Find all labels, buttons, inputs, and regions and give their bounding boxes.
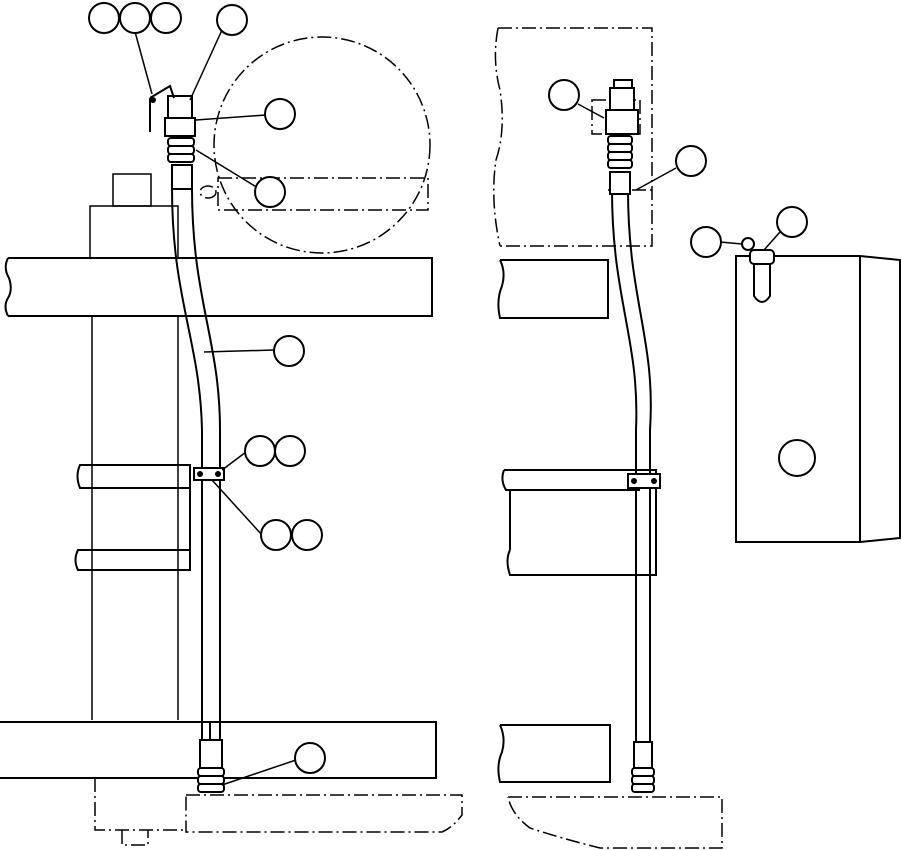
callout-balloon[interactable]: [675, 145, 707, 177]
upper-cross-member: [4, 257, 433, 317]
callout-balloon[interactable]: [88, 2, 120, 34]
callout-balloon[interactable]: [264, 98, 296, 130]
callout-balloon[interactable]: [260, 519, 292, 551]
right-view: [690, 206, 901, 543]
callout-balloon[interactable]: [244, 435, 276, 467]
callout-balloon[interactable]: [291, 519, 323, 551]
upper-fitting-middle: [605, 79, 639, 135]
filler-cap: [741, 237, 775, 303]
callout-balloon[interactable]: [778, 439, 816, 477]
middle-bracket: [501, 469, 657, 576]
upper-block-middle: [493, 27, 653, 247]
callout-balloon[interactable]: [254, 176, 286, 208]
callout-balloon[interactable]: [273, 335, 305, 367]
left-view: [0, 2, 463, 846]
callout-balloon[interactable]: [119, 2, 151, 34]
bottom-tank-middle: [507, 796, 723, 849]
round-reservoir: [213, 36, 431, 254]
hydraulic-hose-middle: [607, 135, 655, 793]
lower-cross-member-middle: [497, 724, 611, 783]
callout-balloon[interactable]: [274, 435, 306, 467]
callout-balloon[interactable]: [216, 4, 248, 36]
callout-balloon[interactable]: [150, 2, 182, 34]
hose-clamp-middle: [627, 473, 661, 489]
reservoir-port: [199, 185, 217, 199]
callout-balloon[interactable]: [294, 742, 326, 774]
upper-elbow-fitting: [149, 84, 196, 137]
frame-column: [89, 173, 179, 720]
callout-balloon[interactable]: [776, 206, 808, 238]
leader-lines-right: [719, 231, 781, 251]
clamp-bracket-upper: [76, 464, 191, 489]
callout-balloons-middle: [548, 79, 707, 177]
callout-balloon[interactable]: [690, 226, 722, 258]
upper-cross-member-middle: [497, 259, 609, 319]
reservoir-mount: [217, 177, 429, 211]
bottom-tank: [185, 794, 463, 833]
middle-view: [493, 27, 723, 849]
callout-balloon[interactable]: [548, 79, 580, 111]
box-tank: [735, 255, 901, 543]
leader-lines-middle: [577, 103, 677, 191]
callout-balloons-left: [88, 2, 326, 774]
hose-clamp-left: [193, 467, 225, 481]
clamp-bracket-lower: [74, 549, 191, 571]
leader-lines-left: [133, 27, 297, 786]
hydraulic-hose-left: [167, 137, 225, 793]
